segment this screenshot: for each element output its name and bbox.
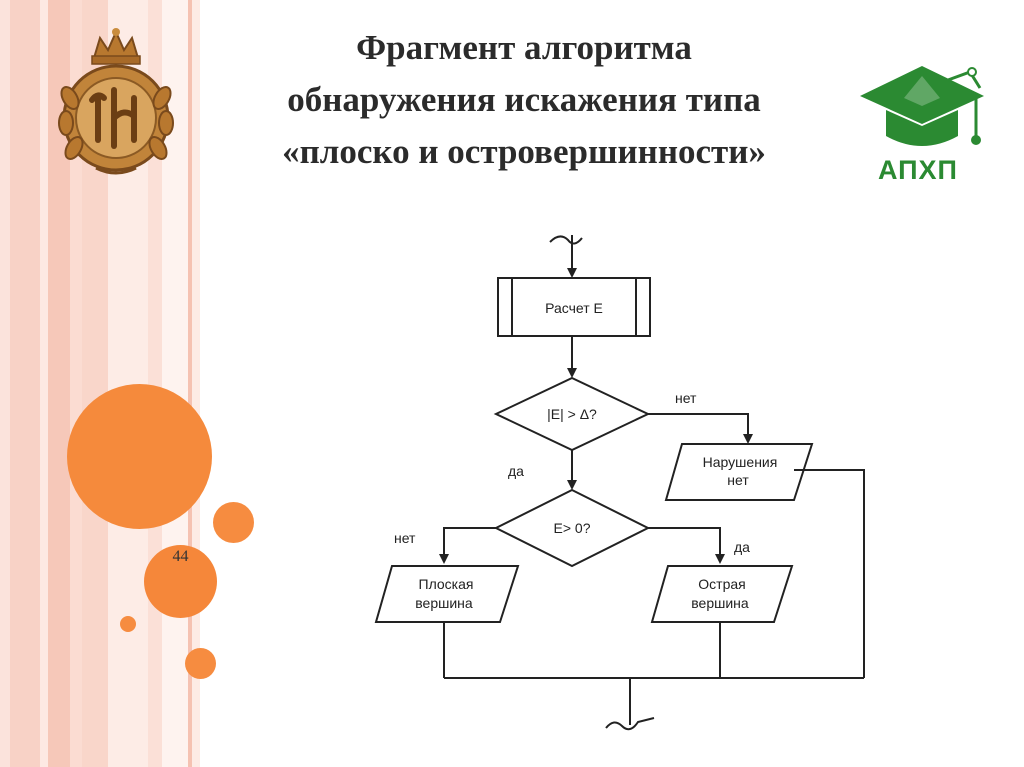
flow-line: [439, 527, 496, 564]
page-number-circle: [144, 545, 217, 618]
apkhp-logo-text: АПХП: [878, 155, 958, 185]
decision-2-yes-label: да: [734, 539, 750, 555]
flow-line: [648, 527, 725, 564]
page-number: 44: [172, 548, 189, 565]
exit-break-mark: [605, 717, 655, 731]
decor-stripe: [188, 0, 192, 767]
output-sharp-line-2: вершина: [691, 595, 749, 611]
decision-1-no-label: нет: [675, 390, 697, 406]
output-violation-line-2: нет: [727, 472, 749, 488]
decor-stripe: [70, 0, 82, 767]
title-line-2: обнаружения искажения типа: [287, 80, 761, 119]
decor-circle-small: [185, 648, 216, 679]
process-box: [497, 277, 651, 337]
decor-stripe: [0, 0, 10, 767]
decor-circle-medium: [213, 502, 254, 543]
slide-title: Фрагмент алгоритма обнаружения искажения…: [190, 22, 858, 178]
output-box-flat: [374, 565, 520, 623]
output-flat-line-1: Плоская: [419, 576, 474, 592]
decor-stripe: [192, 0, 200, 767]
output-box-violation: [664, 443, 814, 501]
graduation-cap-logo: [852, 58, 992, 163]
output-violation-line-1: Нарушения: [703, 454, 778, 470]
decor-stripe: [10, 0, 40, 767]
title-line-1: Фрагмент алгоритма: [356, 28, 692, 67]
decision-2-label: E> 0?: [554, 520, 591, 536]
decor-stripe: [40, 0, 48, 767]
university-emblem-logo: [56, 28, 176, 183]
process-label: Расчет Е: [545, 300, 603, 316]
flow-line: [648, 413, 753, 444]
decision-1-yes-label: да: [508, 463, 524, 479]
decor-circle-large: [67, 384, 212, 529]
flow-line: [794, 469, 865, 678]
decor-stripe: [48, 0, 70, 767]
output-flat-line-2: вершина: [415, 595, 473, 611]
output-sharp-line-1: Острая: [698, 576, 745, 592]
entry-break-mark: [549, 235, 583, 245]
decision-diamond-2: [493, 488, 651, 568]
output-box-sharp: [650, 565, 794, 623]
title-line-3: «плоско и островершинности»: [282, 132, 766, 171]
decor-circle-tiny: [120, 616, 136, 632]
decision-1-label: |E| > Δ?: [547, 406, 597, 422]
decision-2-no-label: нет: [394, 530, 416, 546]
